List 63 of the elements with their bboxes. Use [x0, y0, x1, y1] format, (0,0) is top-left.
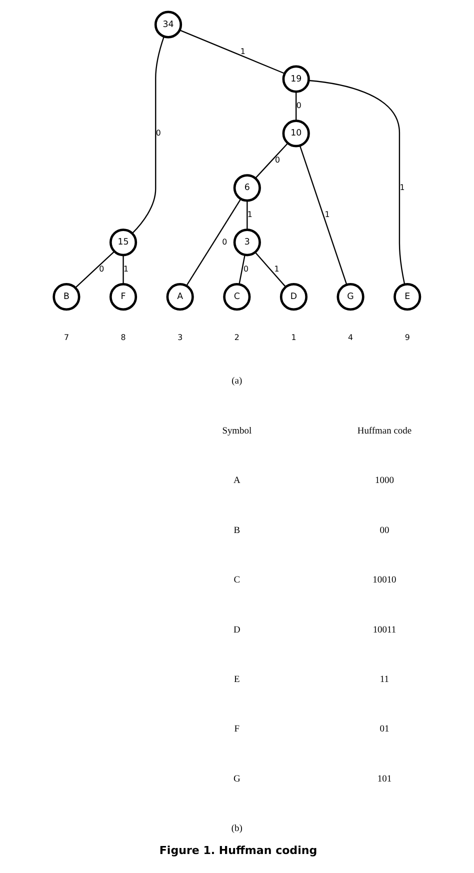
node-circle: G [336, 283, 364, 311]
node-circle: B [52, 283, 80, 311]
edge-label: 0 [274, 156, 280, 165]
label: Symbol [222, 426, 252, 436]
node-circle: E [393, 283, 421, 311]
edge-label: 0 [98, 264, 104, 274]
node-label: 1 [290, 333, 296, 342]
node-label: 3 [177, 333, 182, 342]
connector [295, 92, 296, 121]
edge-label: 1 [274, 264, 279, 274]
label: B [233, 526, 240, 536]
label: 1000 [374, 476, 394, 486]
edge-label: 1 [324, 210, 330, 220]
node-label: 7 [63, 333, 68, 342]
edge-label: 0 [242, 264, 248, 274]
label: 10011 [372, 625, 396, 636]
label: 11 [379, 674, 389, 685]
node-label: 2 [234, 333, 239, 342]
label: F [234, 724, 240, 735]
node-circle: A [166, 283, 194, 311]
node-circle: 6 [232, 174, 260, 202]
node-circle: 3 [232, 228, 260, 256]
edge-label: 0 [296, 101, 301, 110]
label: G [232, 774, 240, 784]
label: A [232, 476, 240, 486]
connector [132, 36, 164, 234]
node-circle: 34 [154, 10, 182, 38]
node-circle: F [108, 283, 137, 311]
node-label: 4 [348, 333, 353, 342]
connector [254, 252, 286, 288]
caption: Figure 1. Huffman coding [158, 844, 317, 858]
connector [298, 145, 347, 285]
edge-label: 0 [222, 237, 227, 246]
connector [74, 251, 114, 288]
node-circle: 19 [282, 65, 310, 93]
connector [122, 255, 124, 284]
label: D [232, 625, 240, 636]
label: 01 [379, 724, 389, 735]
connector [254, 142, 288, 179]
label: 10010 [372, 576, 396, 586]
edge-label: 1 [240, 46, 245, 56]
node-circle: 15 [108, 228, 137, 256]
label: C [233, 576, 240, 586]
label: (b) [230, 824, 242, 834]
node-circle: 10 [282, 120, 310, 148]
connector [186, 198, 241, 286]
connector [238, 254, 245, 284]
edge-label: 0 [155, 128, 160, 138]
connector [179, 30, 284, 74]
node-circle: D [279, 283, 308, 311]
node-circle: C [222, 283, 250, 311]
label: 00 [379, 526, 389, 536]
label: Huffman code [356, 426, 412, 436]
edge-label: 1 [246, 210, 252, 220]
connector [308, 80, 405, 284]
label: (a) [231, 376, 242, 387]
node-label: 9 [404, 333, 410, 342]
label: E [234, 674, 240, 685]
edge-label: 1 [123, 264, 128, 274]
node-label: 8 [120, 333, 126, 342]
edge-label: 1 [399, 182, 404, 192]
label: 101 [376, 774, 392, 784]
connector [246, 200, 248, 230]
